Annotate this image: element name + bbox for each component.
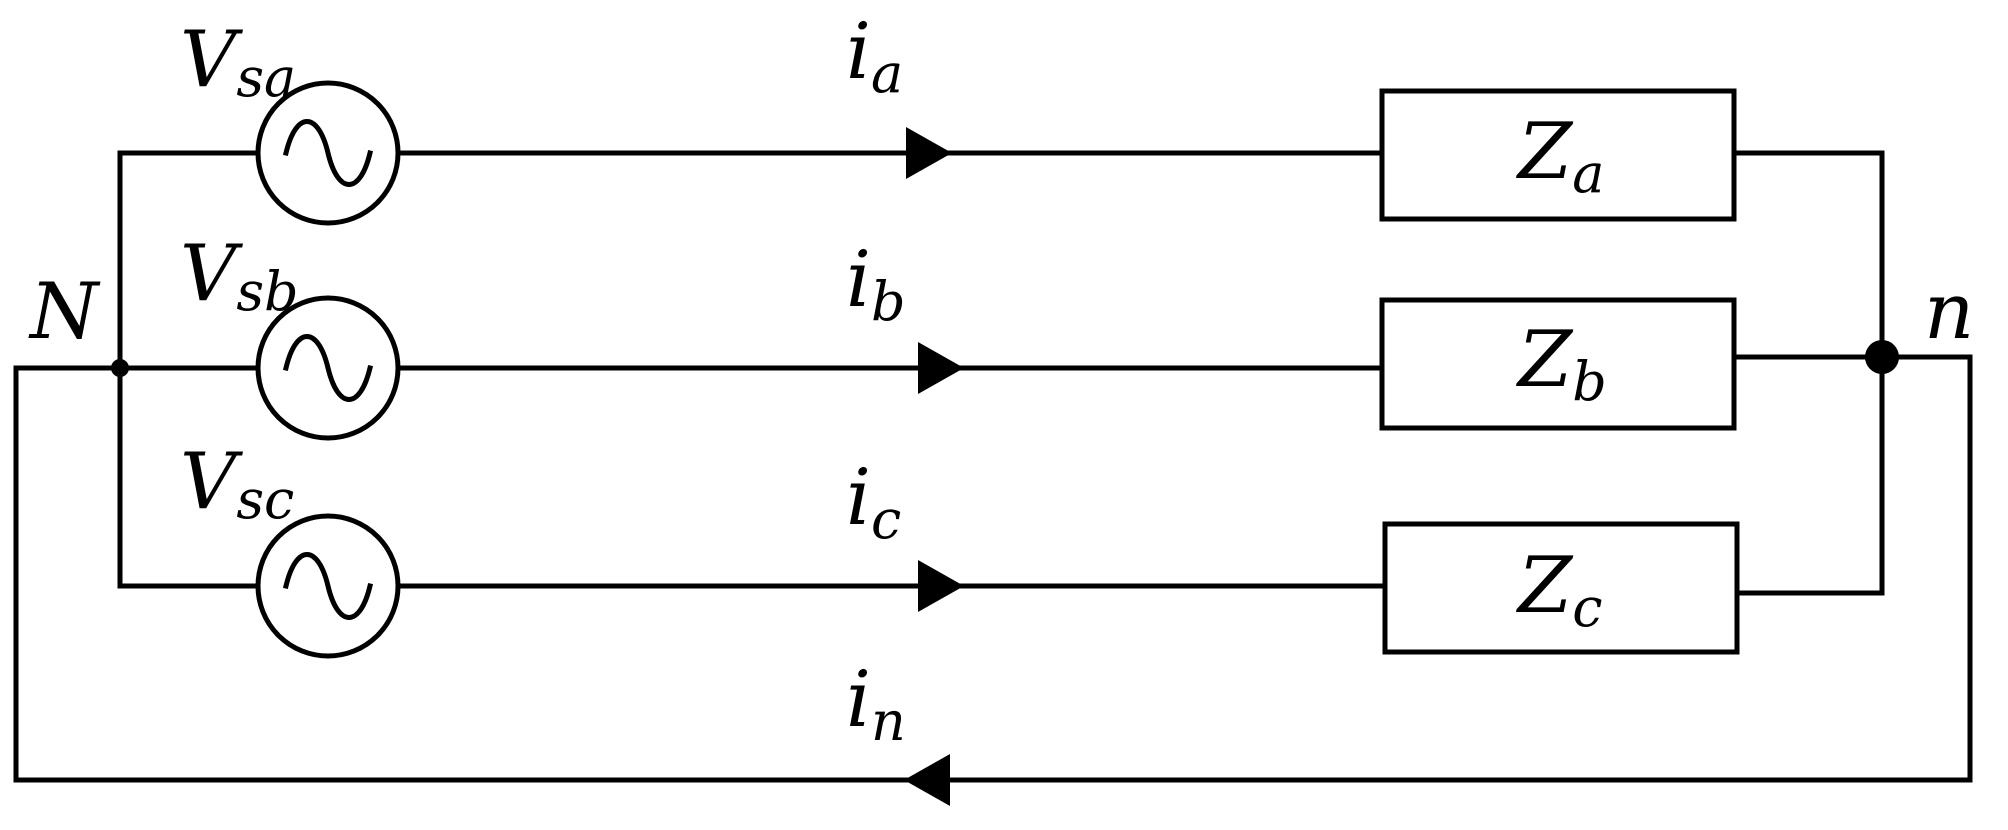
wire-neutral-return xyxy=(13,354,1973,783)
source-label-a: Vsa xyxy=(180,15,296,109)
current-arrow-n xyxy=(904,754,950,806)
current-label-c-sub: c xyxy=(871,488,901,551)
current-label-n: in xyxy=(846,655,906,753)
current-label-b: ib xyxy=(846,235,906,333)
current-arrow-b xyxy=(918,342,964,394)
source-label-b: Vsb xyxy=(180,229,299,323)
current-label-a-sub: a xyxy=(871,42,903,105)
source-label-a-main: V xyxy=(180,15,243,105)
source-a xyxy=(255,80,401,226)
current-label-n-sub: n xyxy=(871,690,906,753)
node-label-N: N xyxy=(28,267,101,357)
source-label-c: Vsc xyxy=(180,437,294,531)
impedance-box-b xyxy=(1379,297,1737,431)
node-label-n: n xyxy=(1924,267,1974,357)
source-c xyxy=(255,513,401,659)
current-label-b-sub: b xyxy=(871,270,906,333)
current-label-c: ic xyxy=(846,453,901,551)
source-label-b-main: V xyxy=(180,229,243,319)
impedance-label-c-sub: c xyxy=(1572,576,1602,639)
sine-wave-icon xyxy=(282,552,374,620)
source-label-b-sub: sb xyxy=(236,260,298,323)
impedance-label-b: Zb xyxy=(1515,315,1607,413)
impedance-label-a-sub: a xyxy=(1572,142,1604,205)
junction-dot-N xyxy=(111,359,129,377)
current-arrow-a xyxy=(906,127,952,179)
current-label-c-main: i xyxy=(846,453,871,543)
impedance-label-c-main: Z xyxy=(1515,541,1574,631)
source-label-a-sub: sa xyxy=(236,46,296,109)
current-label-a-main: i xyxy=(846,7,871,97)
source-label-c-main: V xyxy=(180,437,243,527)
current-label-n-main: i xyxy=(846,655,871,745)
impedance-label-b-main: Z xyxy=(1515,315,1574,405)
source-label-c-sub: sc xyxy=(236,468,294,531)
sine-wave-icon xyxy=(282,334,374,402)
impedance-label-c: Zc xyxy=(1515,541,1602,639)
current-label-b-main: i xyxy=(846,235,871,325)
source-b xyxy=(255,295,401,441)
impedance-box-a xyxy=(1379,88,1737,222)
impedance-label-a-main: Z xyxy=(1515,107,1574,197)
impedance-label-b-sub: b xyxy=(1572,350,1607,413)
impedance-label-a: Za xyxy=(1515,107,1604,205)
sine-wave-icon xyxy=(282,119,374,187)
junction-dot-n xyxy=(1865,340,1899,374)
impedance-box-c xyxy=(1382,521,1740,655)
wires xyxy=(13,150,1973,783)
current-label-a: ia xyxy=(846,7,903,105)
current-arrow-c xyxy=(918,560,964,612)
